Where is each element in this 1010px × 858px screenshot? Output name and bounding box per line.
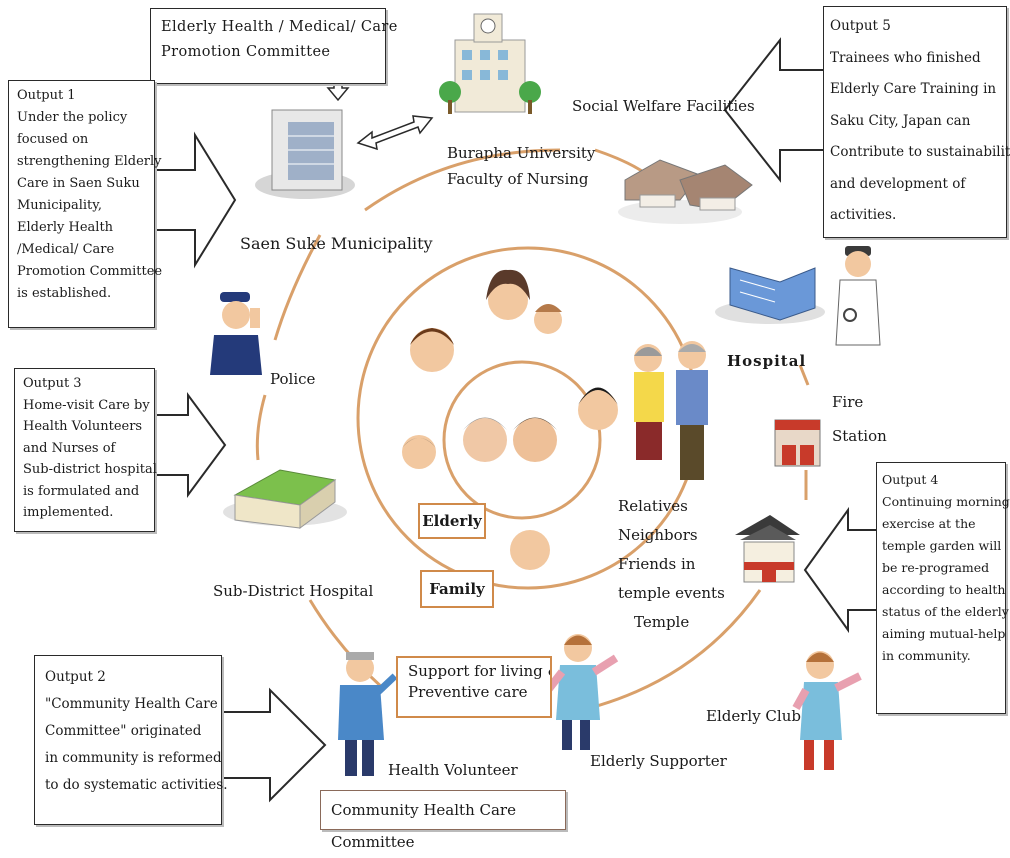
- committee-top-box: Elderly Health / Medical/ Care Promotion…: [150, 8, 398, 84]
- output2-line-1: Output 2: [45, 669, 106, 685]
- support-line-2: Preventive care: [408, 683, 528, 701]
- output5-line-1: Output 5: [830, 18, 891, 34]
- elderly-supporter-icon: [544, 634, 619, 750]
- fire-station-label: Fire Station: [832, 385, 887, 453]
- university-link-arrow: [356, 115, 434, 151]
- output5-arrow: [723, 37, 826, 183]
- output1-line-8: /Medical/ Care: [17, 242, 115, 257]
- output5-line-6: and development of: [830, 175, 966, 192]
- police-label: Police: [270, 370, 316, 388]
- municipality-label: Saen Suke Municipality: [240, 234, 433, 253]
- output4-line-4: temple garden will: [882, 538, 1002, 553]
- output2-line-5: to do systematic activities.: [45, 777, 228, 793]
- output1-arrow: [154, 131, 237, 269]
- elderly-club-label: Elderly Club: [706, 707, 801, 725]
- output1-line-4: strengthening Elderly: [17, 154, 162, 169]
- output3-line-3: Health Volunteers: [23, 419, 143, 434]
- support-box: Support for living & Preventive care: [396, 656, 552, 718]
- social-welfare-houses-icon: [618, 159, 753, 224]
- output3-line-6: is formulated and: [23, 483, 140, 499]
- community-ring-line-3: Friends in: [618, 555, 696, 573]
- elderly-ring: [442, 360, 602, 520]
- output4-box: Output 4 Continuing morning exercise at …: [876, 462, 1010, 714]
- output1-line-1: Output 1: [17, 88, 76, 103]
- community-ring-line-1: Relatives: [618, 497, 688, 515]
- university-label: Burapha University Faculty of Nursing: [447, 140, 595, 192]
- health-volunteer-label: Health Volunteer: [388, 761, 518, 779]
- hospital-label: Hospital: [727, 352, 807, 370]
- community-ring-label: Relatives Neighbors Friends in temple ev…: [618, 492, 725, 637]
- output1-line-3: focused on: [17, 132, 89, 147]
- output2-line-3: Committee" originated: [45, 723, 202, 739]
- output4-line-7: status of the elderly: [882, 604, 1009, 619]
- output4-line-3: exercise at the: [882, 516, 976, 531]
- output4-line-5: be re-programed: [882, 560, 990, 575]
- community-committee-box: Community Health Care Committee: [320, 790, 566, 851]
- community-ring-line-4: temple events: [618, 584, 725, 602]
- output3-line-1: Output 3: [23, 376, 82, 391]
- output2-line-2: "Community Health Care: [45, 696, 218, 712]
- output5-line-7: activities.: [830, 207, 897, 223]
- university-building-icon: [439, 13, 541, 114]
- output1-line-9: Promotion Committee: [17, 264, 163, 279]
- output3-box: Output 3 Home-visit Care by Health Volun…: [14, 368, 157, 532]
- police-officer-icon: [210, 292, 262, 375]
- output2-box: Output 2 "Community Health Care Committe…: [34, 655, 228, 825]
- output1-line-6: Municipality,: [17, 198, 103, 213]
- output3-arrow: [154, 391, 227, 499]
- output3-line-4: and Nurses of: [23, 440, 116, 456]
- family-face-icons: [402, 269, 618, 570]
- output3-line-2: Home-visit Care by: [23, 397, 150, 413]
- output3-line-5: Sub-district hospital: [23, 462, 157, 477]
- hospital-building-icon: [715, 267, 825, 324]
- output4-line-2: Continuing morning: [882, 494, 1010, 509]
- elderly-club-member-icon: [792, 651, 862, 770]
- output1-line-5: Care in Saen Suku: [17, 176, 140, 191]
- elderly-couple-icon: [634, 341, 708, 480]
- university-label-line-2: Faculty of Nursing: [447, 170, 589, 188]
- support-line-1: Support for living &: [408, 662, 552, 680]
- family-box: Family: [420, 570, 494, 608]
- output5-line-2: Trainees who finished: [830, 49, 981, 66]
- committee-top-line-1: Elderly Health / Medical/ Care: [161, 19, 398, 35]
- output4-line-8: aiming mutual-help: [882, 626, 1006, 641]
- fire-station-line-2: Station: [832, 427, 887, 445]
- output4-line-1: Output 4: [882, 472, 939, 487]
- output2-arrow: [221, 687, 327, 803]
- elderly-box: Elderly: [418, 503, 486, 539]
- community-ring-line-5: Temple: [634, 613, 690, 631]
- output4-line-6: according to health: [882, 582, 1006, 597]
- output1-line-7: Elderly Health: [17, 220, 114, 235]
- output3-line-7: implemented.: [23, 505, 114, 520]
- community-ring-line-2: Neighbors: [618, 526, 698, 544]
- temple-icon: [735, 515, 800, 583]
- output1-line-2: Under the policy: [17, 110, 128, 125]
- sub-district-hospital-icon: [223, 469, 347, 529]
- elderly-supporter-label: Elderly Supporter: [590, 752, 727, 770]
- output4-line-9: in community.: [882, 648, 971, 663]
- sub-district-hospital-label: Sub-District Hospital: [213, 582, 374, 600]
- output5-line-5: Contribute to sustainability: [830, 144, 1010, 160]
- output5-line-3: Elderly Care Training in: [830, 81, 997, 97]
- output4-arrow: [803, 506, 879, 634]
- output5-box: Output 5 Trainees who finished Elderly C…: [823, 6, 1010, 238]
- health-volunteer-icon: [338, 652, 398, 776]
- municipality-building-icon: [255, 109, 355, 199]
- doctor-icon: [835, 246, 881, 346]
- output1-box: Output 1 Under the policy focused on str…: [8, 80, 163, 328]
- output5-line-4: Saku City, Japan can: [830, 112, 971, 129]
- university-label-line-1: Burapha University: [447, 144, 596, 162]
- social-welfare-label: Social Welfare Facilities: [572, 97, 755, 115]
- fire-station-icon: [774, 419, 821, 467]
- output2-line-4: in community is reformed: [45, 750, 222, 766]
- output1-line-10: is established.: [17, 286, 112, 301]
- committee-top-line-2: Promotion Committee: [161, 44, 331, 60]
- fire-station-line-1: Fire: [832, 393, 864, 411]
